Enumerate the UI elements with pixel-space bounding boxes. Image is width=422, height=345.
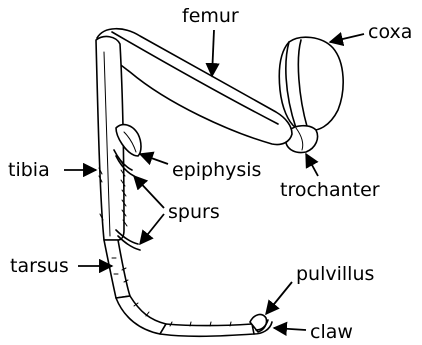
tarsus-label: tarsus [10,255,69,277]
femur-arrow [212,30,214,76]
spurs-arrow-upper [134,176,164,208]
epiphysis-arrow [140,154,168,164]
femur-label: femur [182,5,239,27]
claw-arrow [274,328,306,330]
claw-label: claw [310,321,353,343]
trochanter-label: trochanter [280,179,380,201]
pulvillus-arrow [266,282,292,314]
trochanter-arrow [306,154,318,176]
epiphysis-label: epiphysis [172,159,261,181]
coxa-shape [279,37,343,130]
coxa-arrow [330,34,364,42]
pulvillus-label: pulvillus [296,263,374,285]
tibia-label: tibia [8,159,50,181]
tarsus-shape [104,240,254,336]
spurs-label: spurs [168,201,220,223]
spurs-arrow-lower [140,214,164,244]
coxa-label: coxa [368,21,412,43]
